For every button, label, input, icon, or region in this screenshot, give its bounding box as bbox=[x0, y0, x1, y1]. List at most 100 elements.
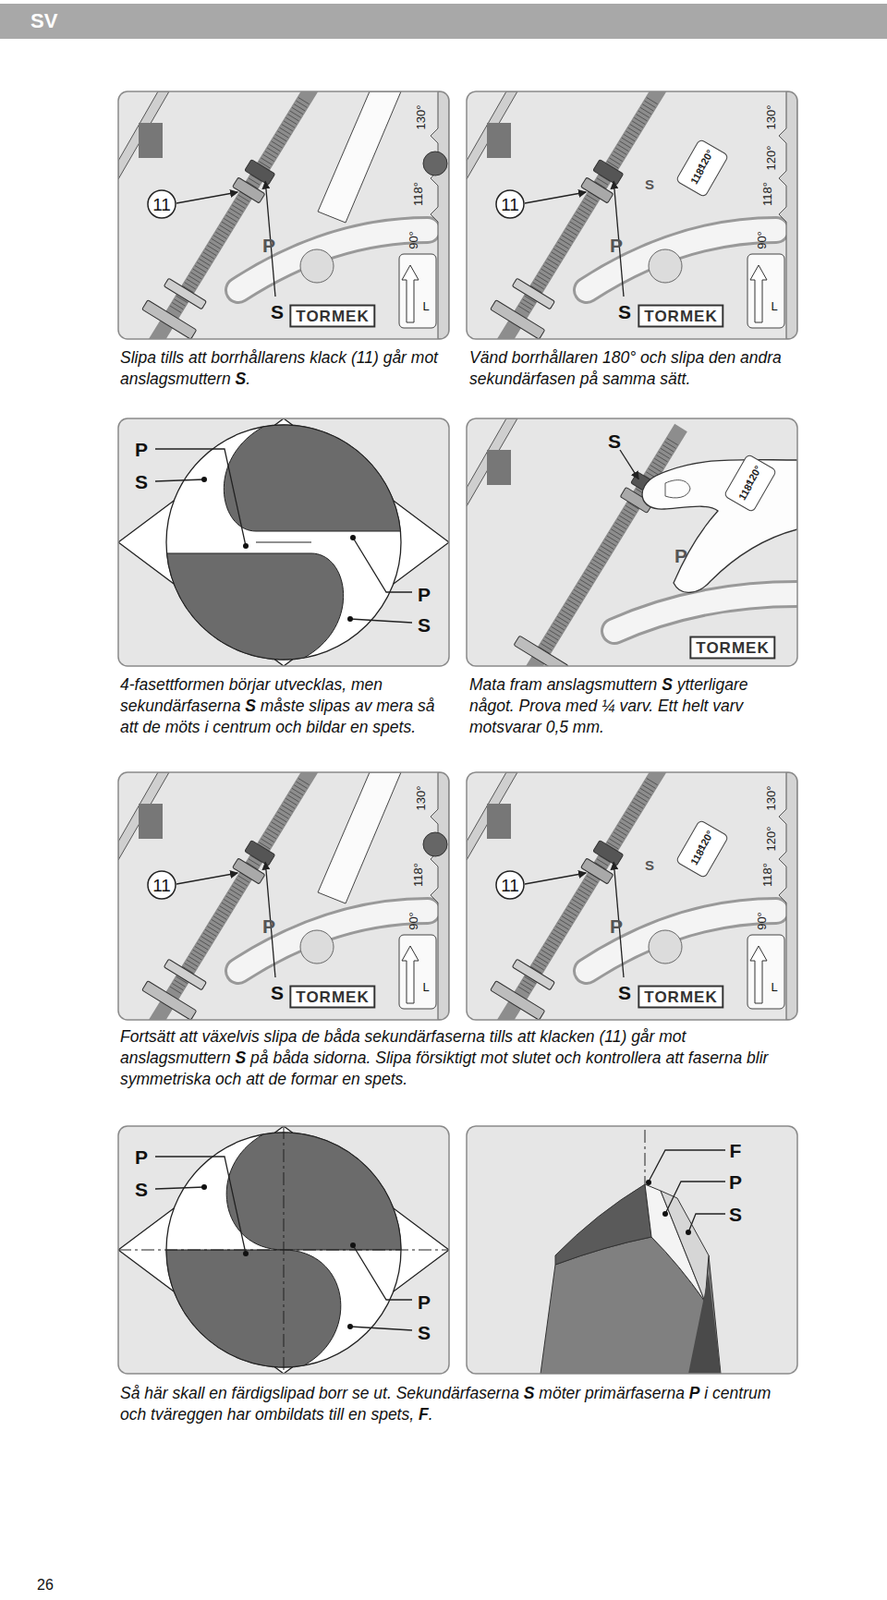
brand-logo: TORMEK bbox=[289, 985, 376, 1009]
scale-letter: L bbox=[422, 300, 429, 313]
threaded-rod bbox=[153, 91, 313, 340]
angle-mark: 130° bbox=[414, 786, 427, 812]
scale-letter: L bbox=[770, 981, 778, 994]
part-letter: P bbox=[262, 916, 276, 936]
leader-dot bbox=[662, 1211, 669, 1217]
lock-knob bbox=[648, 930, 682, 964]
direction-arrow bbox=[401, 265, 419, 323]
panel-border bbox=[466, 772, 798, 1021]
scale-letter: L bbox=[422, 981, 429, 994]
facet-label: P bbox=[134, 439, 148, 460]
flute bbox=[223, 425, 401, 532]
outline-diamond bbox=[118, 1126, 450, 1374]
guide-rail bbox=[118, 91, 170, 180]
facet-label: S bbox=[134, 472, 148, 492]
caption: Vänd borrhållaren 180° och slipa den and… bbox=[469, 347, 797, 390]
nut bbox=[163, 959, 207, 991]
panel-content bbox=[118, 772, 450, 1021]
part-letter: S bbox=[270, 983, 284, 1003]
caption: Slipa tills att borrhållarens klack (11)… bbox=[120, 347, 448, 390]
caption: 4-fasettformen börjar utvecklas, men sek… bbox=[120, 674, 448, 739]
panel-border bbox=[466, 91, 798, 340]
panel-border bbox=[466, 418, 798, 667]
holder-arm bbox=[317, 772, 401, 904]
nut bbox=[593, 840, 624, 867]
angle-slot-inner bbox=[614, 594, 798, 632]
caption: Så här skall en färdigslipad borr se ut.… bbox=[120, 1383, 801, 1426]
nut bbox=[581, 858, 614, 885]
part-letter: S bbox=[644, 858, 655, 873]
guide-rail bbox=[466, 91, 518, 180]
part-letter: S bbox=[607, 431, 621, 451]
panel-content bbox=[118, 91, 450, 340]
guide-rail bbox=[466, 418, 518, 507]
direction-arrow bbox=[750, 946, 767, 1004]
nut bbox=[244, 159, 276, 186]
angle-tag bbox=[723, 453, 777, 512]
leader-line bbox=[155, 1156, 246, 1254]
brand-logo: TORMEK bbox=[637, 304, 724, 329]
nut bbox=[581, 177, 614, 204]
illustration-panel bbox=[118, 86, 450, 346]
part-letter: P bbox=[609, 235, 623, 256]
leader-line bbox=[648, 1150, 726, 1182]
leader-line bbox=[350, 619, 413, 623]
leader-line bbox=[155, 479, 205, 482]
leader-line bbox=[176, 192, 238, 204]
panel-content bbox=[118, 418, 450, 667]
nut bbox=[244, 840, 276, 867]
angle-mark: 118° bbox=[412, 182, 425, 207]
rod-thread bbox=[298, 97, 310, 104]
part-letter: P bbox=[262, 235, 276, 256]
panel-content bbox=[118, 1126, 450, 1374]
lock-knob bbox=[300, 249, 334, 283]
guide-rail bbox=[118, 772, 170, 861]
angle-mark: 90° bbox=[407, 911, 420, 931]
panel-border bbox=[118, 418, 450, 667]
panel-content bbox=[466, 772, 798, 1021]
drill-circle bbox=[166, 425, 401, 660]
facet-label: F bbox=[729, 1141, 742, 1161]
panel-content bbox=[466, 418, 798, 667]
holder-arm bbox=[317, 91, 401, 223]
panel-border bbox=[118, 91, 450, 340]
scale-letter: L bbox=[770, 300, 778, 313]
nut bbox=[232, 858, 266, 885]
part-letter: S bbox=[644, 177, 655, 192]
leader-line bbox=[524, 873, 586, 885]
panel-content bbox=[540, 1130, 726, 1374]
leader-dot bbox=[350, 534, 356, 541]
angle-tag bbox=[675, 138, 729, 197]
flute bbox=[166, 1250, 341, 1368]
leader-line bbox=[688, 1214, 726, 1233]
facet-label: S bbox=[134, 1179, 148, 1200]
angle-mark: 130° bbox=[414, 105, 427, 131]
guide-rail bbox=[466, 772, 518, 861]
angle-mark: 118° bbox=[761, 862, 774, 887]
leader-dot bbox=[347, 1324, 353, 1330]
callout-circle bbox=[496, 190, 524, 219]
angle-mark: 118° bbox=[689, 163, 709, 187]
threaded-rod bbox=[501, 772, 661, 1021]
direction-box bbox=[747, 935, 785, 1009]
knurled-knob bbox=[423, 832, 448, 857]
callout-number: 11 bbox=[152, 876, 171, 895]
leader-line bbox=[155, 449, 246, 547]
nut bbox=[593, 159, 624, 186]
leader-dot bbox=[201, 1184, 207, 1191]
panel-border bbox=[118, 772, 450, 1021]
holder-block bbox=[486, 122, 511, 158]
leader-dot bbox=[243, 543, 249, 549]
facet-label: P bbox=[134, 1147, 148, 1167]
part-letter: S bbox=[270, 302, 284, 322]
threaded-rod bbox=[153, 772, 313, 1021]
nut bbox=[513, 635, 569, 667]
nut bbox=[232, 177, 266, 204]
leader-dot bbox=[201, 476, 207, 483]
angle-mark: 130° bbox=[765, 105, 778, 131]
fingernail bbox=[665, 480, 691, 499]
illustration-panel bbox=[466, 767, 798, 1027]
part-letter: P bbox=[674, 546, 688, 566]
rod-thread bbox=[298, 777, 310, 785]
